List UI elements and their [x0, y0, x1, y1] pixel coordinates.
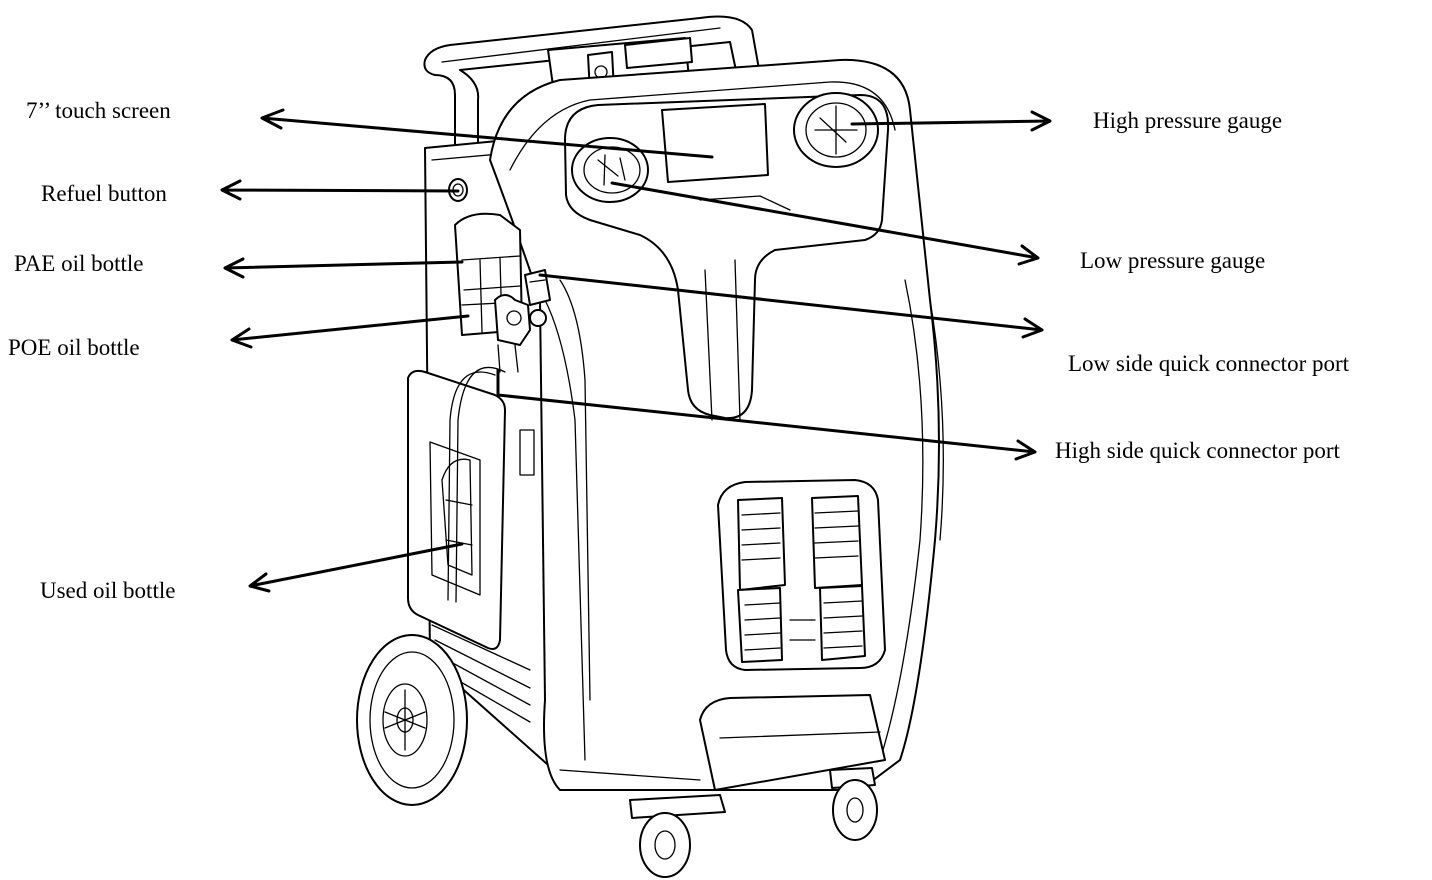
label-poe-oil-bottle: POE oil bottle	[8, 335, 140, 360]
side-vents	[431, 624, 531, 723]
label-low-pressure-gauge: Low pressure gauge	[1080, 248, 1266, 273]
arrow-pae-oil	[223, 257, 464, 279]
arrow-low-pressure-gauge	[610, 181, 1040, 266]
rear-wheel	[356, 634, 468, 806]
front-caster-left	[629, 794, 726, 878]
arrow-high-pressure-gauge	[850, 110, 1052, 132]
label-high-pressure-gauge: High pressure gauge	[1093, 108, 1283, 133]
arrow-touch-screen	[260, 108, 714, 159]
hose-coil	[447, 366, 535, 603]
quick-connector-ports	[524, 269, 551, 306]
label-high-side-port: High side quick connector port	[1055, 438, 1340, 463]
high-pressure-gauge	[793, 92, 879, 168]
top-handle	[423, 15, 761, 151]
label-touch-screen: 7’’ touch screen	[26, 98, 171, 123]
oil-bottles	[454, 212, 547, 373]
arrow-refuel-button	[220, 179, 460, 201]
arrow-poe-oil	[230, 314, 470, 349]
leader-arrows	[220, 108, 1052, 593]
label-refuel-button: Refuel button	[41, 181, 167, 206]
front-grille	[717, 479, 886, 671]
front-caster-right	[829, 767, 878, 841]
arrow-used-oil	[248, 542, 464, 593]
arrow-high-side-port	[496, 368, 1037, 461]
label-pae-oil-bottle: PAE oil bottle	[14, 251, 144, 276]
label-used-oil-bottle: Used oil bottle	[40, 578, 176, 603]
base-bumper	[559, 694, 886, 791]
arrow-low-side-port	[538, 273, 1044, 339]
label-low-side-port: Low side quick connector port	[1068, 351, 1350, 376]
